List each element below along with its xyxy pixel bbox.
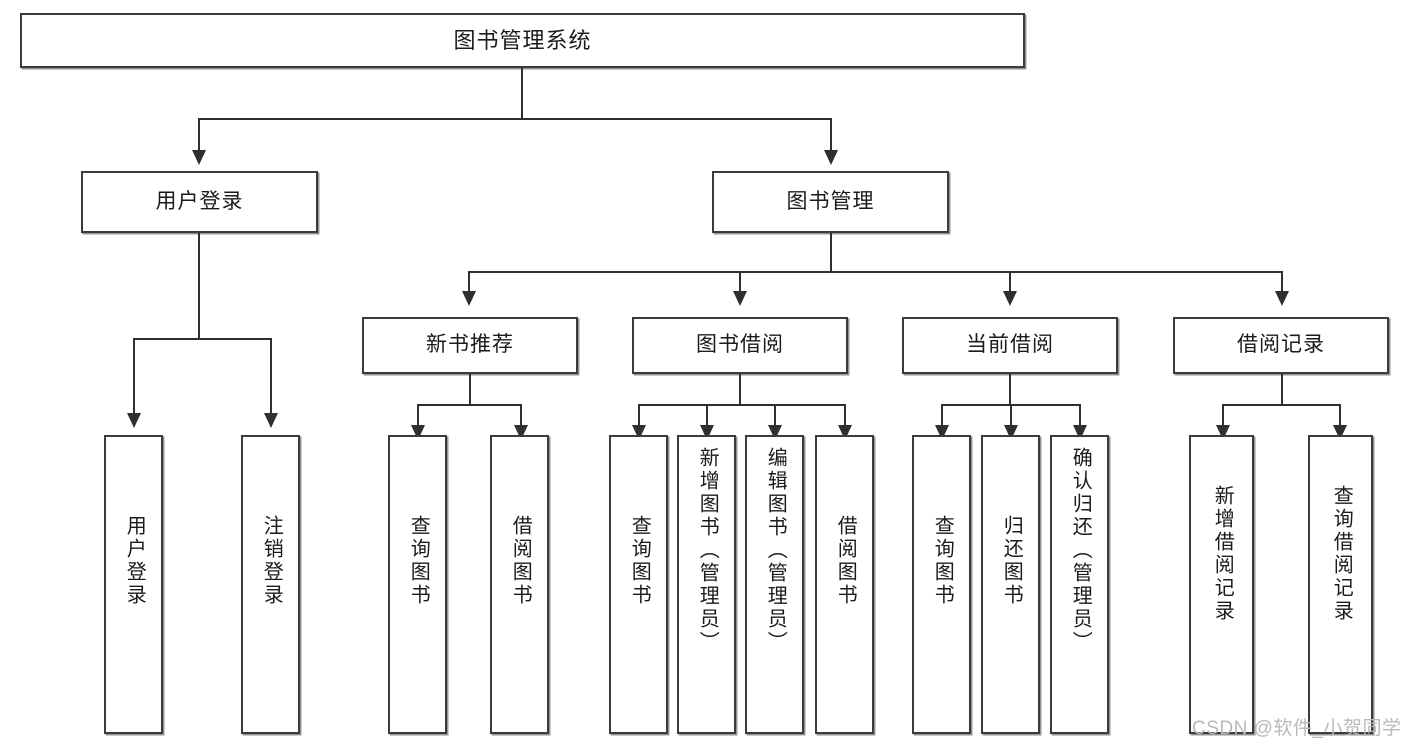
connector-book-borrow-to-leaf-3 bbox=[774, 404, 776, 426]
leaf-book-borrow-query[interactable]: 查询图书 bbox=[609, 435, 668, 734]
node-label: 借阅图书 bbox=[834, 515, 857, 607]
arrowhead-root-to-user-login bbox=[192, 150, 206, 165]
connector-user-login-to-leaf-2 bbox=[270, 338, 272, 414]
connector-book-mgmt-bus bbox=[468, 271, 1283, 273]
node-label: 图书管理 bbox=[786, 189, 875, 213]
node-label: 确认归还（管理员） bbox=[1069, 447, 1092, 654]
arrowhead-root-to-book-mgmt bbox=[824, 150, 838, 165]
arrowhead-book-mgmt-l3-3 bbox=[1003, 291, 1017, 306]
node-label: 编辑图书（管理员） bbox=[764, 447, 787, 654]
arrowhead-book-mgmt-l3-1 bbox=[462, 291, 476, 306]
connector-current-borrow-stem bbox=[1009, 374, 1011, 405]
arrowhead-book-mgmt-l3-4 bbox=[1275, 291, 1289, 306]
connector-user-login-bus bbox=[133, 338, 272, 340]
connector-borrow-record-bus bbox=[1222, 404, 1341, 406]
connector-root-to-book-mgmt bbox=[830, 118, 832, 151]
connector-root-to-user-login bbox=[198, 118, 200, 151]
watermark-text: CSDN @软件_小贺同学 bbox=[1192, 718, 1402, 739]
connector-book-borrow-to-leaf-4 bbox=[844, 404, 846, 426]
node-book-management[interactable]: 图书管理 bbox=[712, 171, 949, 233]
connector-book-borrow-to-leaf-1 bbox=[638, 404, 640, 426]
node-label: 查询图书 bbox=[931, 515, 954, 607]
node-label: 图书管理系统 bbox=[453, 27, 592, 53]
connector-current-borrow-to-leaf-3 bbox=[1079, 404, 1081, 426]
leaf-current-borrow-return[interactable]: 归还图书 bbox=[981, 435, 1040, 734]
connector-new-book-to-leaf-1 bbox=[417, 404, 419, 426]
node-label: 图书借阅 bbox=[696, 333, 784, 357]
connector-root-stem bbox=[521, 68, 523, 119]
arrowhead-user-login-leaf-1 bbox=[127, 413, 141, 428]
node-label: 归还图书 bbox=[1000, 515, 1023, 607]
node-label: 用户登录 bbox=[155, 189, 244, 213]
leaf-book-borrow-add[interactable]: 新增图书（管理员） bbox=[677, 435, 736, 734]
connector-current-borrow-to-leaf-1 bbox=[941, 404, 943, 426]
node-label: 查询图书 bbox=[407, 515, 430, 607]
leaf-current-borrow-query[interactable]: 查询图书 bbox=[912, 435, 971, 734]
node-label: 当前借阅 bbox=[966, 333, 1054, 357]
connector-book-mgmt-to-l3-3 bbox=[1009, 271, 1011, 292]
node-label: 查询图书 bbox=[628, 515, 651, 607]
leaf-new-book-borrow[interactable]: 借阅图书 bbox=[490, 435, 549, 734]
leaf-borrow-record-add[interactable]: 新增借阅记录 bbox=[1189, 435, 1254, 734]
arrowhead-book-mgmt-l3-2 bbox=[733, 291, 747, 306]
connector-user-login-to-leaf-1 bbox=[133, 338, 135, 414]
connector-current-borrow-to-leaf-2 bbox=[1010, 404, 1012, 426]
node-label: 新书推荐 bbox=[426, 333, 514, 357]
leaf-current-borrow-confirm[interactable]: 确认归还（管理员） bbox=[1050, 435, 1109, 734]
connector-book-borrow-stem bbox=[739, 374, 741, 405]
node-root-system[interactable]: 图书管理系统 bbox=[20, 13, 1025, 68]
leaf-borrow-record-query[interactable]: 查询借阅记录 bbox=[1308, 435, 1373, 734]
node-new-book-recommend[interactable]: 新书推荐 bbox=[362, 317, 578, 374]
node-book-borrow[interactable]: 图书借阅 bbox=[632, 317, 848, 374]
node-label: 查询借阅记录 bbox=[1330, 485, 1353, 623]
node-label: 借阅记录 bbox=[1237, 333, 1325, 357]
leaf-user-login-logout[interactable]: 注销登录 bbox=[241, 435, 300, 734]
connector-book-mgmt-to-l3-2 bbox=[739, 271, 741, 292]
node-borrow-record[interactable]: 借阅记录 bbox=[1173, 317, 1389, 374]
node-label: 注销登录 bbox=[260, 515, 283, 607]
node-label: 借阅图书 bbox=[509, 515, 532, 607]
connector-book-mgmt-to-l3-1 bbox=[468, 271, 470, 292]
node-current-borrow[interactable]: 当前借阅 bbox=[902, 317, 1118, 374]
connector-new-book-to-leaf-2 bbox=[520, 404, 522, 426]
connector-borrow-record-to-leaf-2 bbox=[1339, 404, 1341, 426]
arrowhead-user-login-leaf-2 bbox=[264, 413, 278, 428]
connector-book-mgmt-to-l3-4 bbox=[1281, 271, 1283, 292]
node-user-login[interactable]: 用户登录 bbox=[81, 171, 318, 233]
leaf-new-book-query[interactable]: 查询图书 bbox=[388, 435, 447, 734]
connector-book-borrow-to-leaf-2 bbox=[706, 404, 708, 426]
connector-book-borrow-bus bbox=[638, 404, 846, 406]
connector-new-book-bus bbox=[417, 404, 522, 406]
connector-borrow-record-to-leaf-1 bbox=[1222, 404, 1224, 426]
leaf-book-borrow-borrow[interactable]: 借阅图书 bbox=[815, 435, 874, 734]
node-label: 用户登录 bbox=[123, 515, 146, 607]
connector-root-bus bbox=[198, 118, 832, 120]
leaf-book-borrow-edit[interactable]: 编辑图书（管理员） bbox=[745, 435, 804, 734]
connector-new-book-stem bbox=[469, 374, 471, 405]
leaf-user-login-login[interactable]: 用户登录 bbox=[104, 435, 163, 734]
connector-book-mgmt-stem bbox=[830, 233, 832, 272]
node-label: 新增图书（管理员） bbox=[696, 447, 719, 654]
connector-borrow-record-stem bbox=[1281, 374, 1283, 405]
connector-user-login-stem bbox=[198, 233, 200, 339]
node-label: 新增借阅记录 bbox=[1211, 485, 1234, 623]
